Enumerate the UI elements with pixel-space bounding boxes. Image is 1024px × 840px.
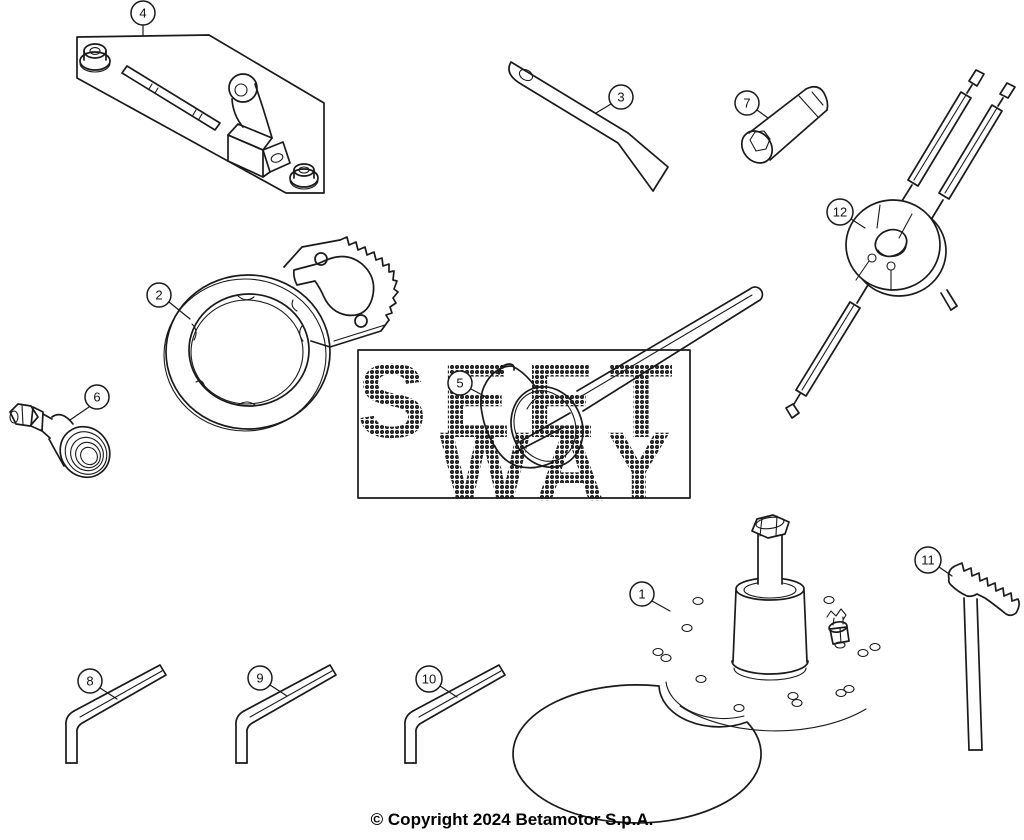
watermark: SEET WAY (357, 343, 691, 521)
callout-6[interactable]: 6 (69, 384, 110, 421)
callout-3[interactable]: 3 (595, 84, 634, 114)
tool-11-spring-hook (947, 562, 1020, 751)
callout-4[interactable]: 4 (130, 0, 156, 37)
callout-8[interactable]: 8 (77, 668, 118, 700)
tool-8-hex-key (65, 664, 167, 764)
callout-5-label: 5 (456, 376, 463, 391)
tool-1-puller-plate (512, 514, 881, 824)
callout-9[interactable]: 9 (247, 665, 288, 697)
callout-1-label: 1 (638, 587, 645, 602)
callout-4-label: 4 (139, 6, 146, 21)
callout-6-label: 6 (93, 390, 100, 405)
callout-9-label: 9 (256, 671, 263, 686)
tool-3-wedge-bar (508, 61, 669, 192)
callout-12-label: 12 (833, 205, 847, 220)
callout-2-label: 2 (155, 288, 162, 303)
callout-7[interactable]: 7 (734, 90, 769, 119)
callout-1[interactable]: 1 (629, 581, 671, 612)
callout-3-label: 3 (617, 90, 624, 105)
callout-2[interactable]: 2 (146, 282, 191, 320)
tool-12-holder-disc (785, 69, 1016, 419)
callout-11[interactable]: 11 (914, 546, 953, 577)
tool-7-socket (740, 85, 829, 164)
tool-10-hex-key (404, 664, 506, 764)
callout-10-label: 10 (422, 672, 436, 687)
tool-4-bracket-kit (76, 34, 325, 194)
callout-7-label: 7 (743, 96, 750, 111)
tool-5-cup-wrench (479, 286, 764, 469)
tool-6-thread-adapter (9, 403, 111, 479)
tool-9-hex-key (235, 664, 337, 764)
callout-12[interactable]: 12 (826, 198, 866, 229)
callout-10[interactable]: 10 (415, 665, 458, 698)
callout-11-label: 11 (921, 553, 935, 568)
tool-2-ring-wrench (163, 236, 399, 432)
callout-5[interactable]: 5 (447, 370, 489, 399)
callout-8-label: 8 (86, 674, 93, 689)
copyright-text: © Copyright 2024 Betamotor S.p.A. (370, 810, 654, 829)
